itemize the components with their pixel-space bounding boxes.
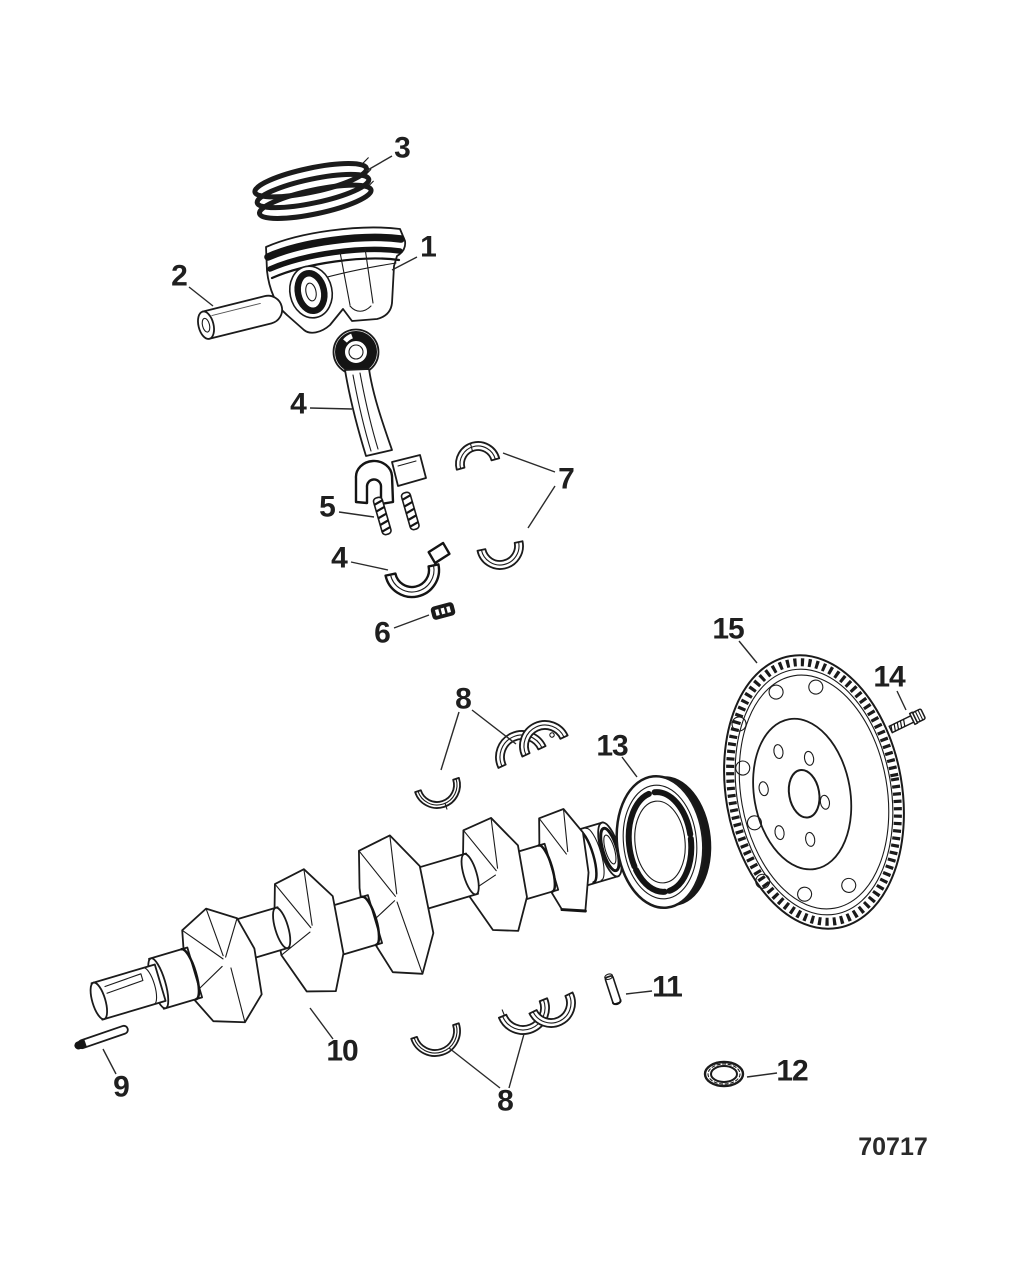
drawing-number: 70717 — [858, 1133, 928, 1161]
callout-leader-line — [338, 511, 375, 518]
callout-leader-line — [440, 711, 460, 771]
callout-leader-line — [448, 1047, 501, 1089]
dowel-pin-illustration — [604, 973, 622, 1006]
callout-label: 14 — [873, 661, 906, 694]
callout-connecting-rod: 4 — [290, 388, 353, 421]
piston-pin-illustration — [197, 294, 283, 340]
o-ring-illustration — [703, 1060, 745, 1088]
callout-label: 13 — [596, 730, 628, 763]
callout-leader-line — [393, 614, 430, 629]
callout-main-bearing-lowers: 8 — [448, 1033, 525, 1118]
callout-leader-line — [188, 286, 214, 307]
callout-leader-line — [471, 709, 517, 745]
main-bearing-uppers-illustration — [414, 720, 569, 810]
flywheel-illustration — [723, 654, 905, 930]
oil-seal-illustration — [615, 774, 712, 910]
callout-flywheel-bolt: 14 — [873, 661, 907, 711]
callout-leader-line — [502, 452, 556, 473]
callout-label: 2 — [171, 260, 187, 293]
callout-label: 4 — [331, 542, 348, 575]
rod-bearing-halves-illustration — [455, 441, 524, 570]
callout-label: 9 — [113, 1071, 129, 1104]
callout-label: 15 — [712, 613, 744, 646]
callout-label: 6 — [374, 617, 390, 650]
callout-piston-pin: 2 — [171, 260, 214, 307]
callout-oil-seal: 13 — [596, 730, 638, 778]
callout-leader-line — [527, 485, 556, 529]
callout-rod-bearing-halves: 7 — [502, 452, 575, 529]
callout-dowel-pin: 11 — [625, 971, 683, 1004]
callout-leader-line — [896, 690, 907, 711]
callout-piston: 1 — [391, 231, 437, 271]
callout-label: 7 — [558, 463, 574, 496]
callout-o-ring: 12 — [746, 1055, 809, 1088]
flywheel-bolt-illustration — [888, 708, 926, 734]
callout-label: 8 — [455, 683, 471, 716]
callout-label: 10 — [326, 1035, 358, 1068]
callout-label: 5 — [319, 491, 335, 524]
crankshaft-illustration — [89, 808, 623, 1024]
callout-leader-line — [309, 1007, 334, 1040]
connecting-rod-illustration — [332, 328, 427, 506]
callout-leader-line — [102, 1048, 117, 1075]
callout-leader-line — [391, 256, 418, 271]
callout-main-bearing-uppers: 8 — [440, 683, 517, 771]
callout-leader-line — [746, 1072, 778, 1078]
callout-leader-line — [625, 990, 653, 995]
callout-label: 12 — [776, 1055, 808, 1088]
callout-leader-line — [621, 756, 638, 778]
callout-label: 3 — [394, 132, 410, 165]
main-bearing-lowers-illustration — [410, 991, 576, 1057]
callout-crankshaft: 10 — [309, 1007, 359, 1068]
callout-connecting-rod-bolt: 5 — [319, 491, 375, 524]
callout-leader-line — [309, 407, 353, 410]
callout-label: 4 — [290, 388, 307, 421]
callout-rod-bearing-half: 4 — [331, 542, 389, 575]
callout-piston-ring-set: 3 — [365, 132, 411, 172]
callout-leader-line — [350, 561, 389, 571]
callout-crankshaft-key: 9 — [102, 1048, 130, 1104]
callout-label: 8 — [497, 1085, 513, 1118]
callout-serrated-pin: 6 — [374, 614, 430, 650]
piston-ring-set-illustration — [252, 157, 374, 221]
callout-label: 11 — [652, 971, 682, 1004]
callout-flywheel: 15 — [712, 613, 758, 664]
callout-leader-line — [738, 640, 758, 664]
rod-bolt-illustration — [372, 491, 420, 536]
crankshaft-key-illustration — [74, 1024, 129, 1050]
callout-leader-line — [365, 155, 393, 172]
callout-leader-line — [508, 1033, 525, 1089]
rod-bearing-half-illustration — [384, 541, 451, 599]
piston-illustration — [264, 226, 407, 334]
serrated-pin-illustration — [430, 602, 456, 620]
callout-label: 1 — [420, 231, 436, 264]
